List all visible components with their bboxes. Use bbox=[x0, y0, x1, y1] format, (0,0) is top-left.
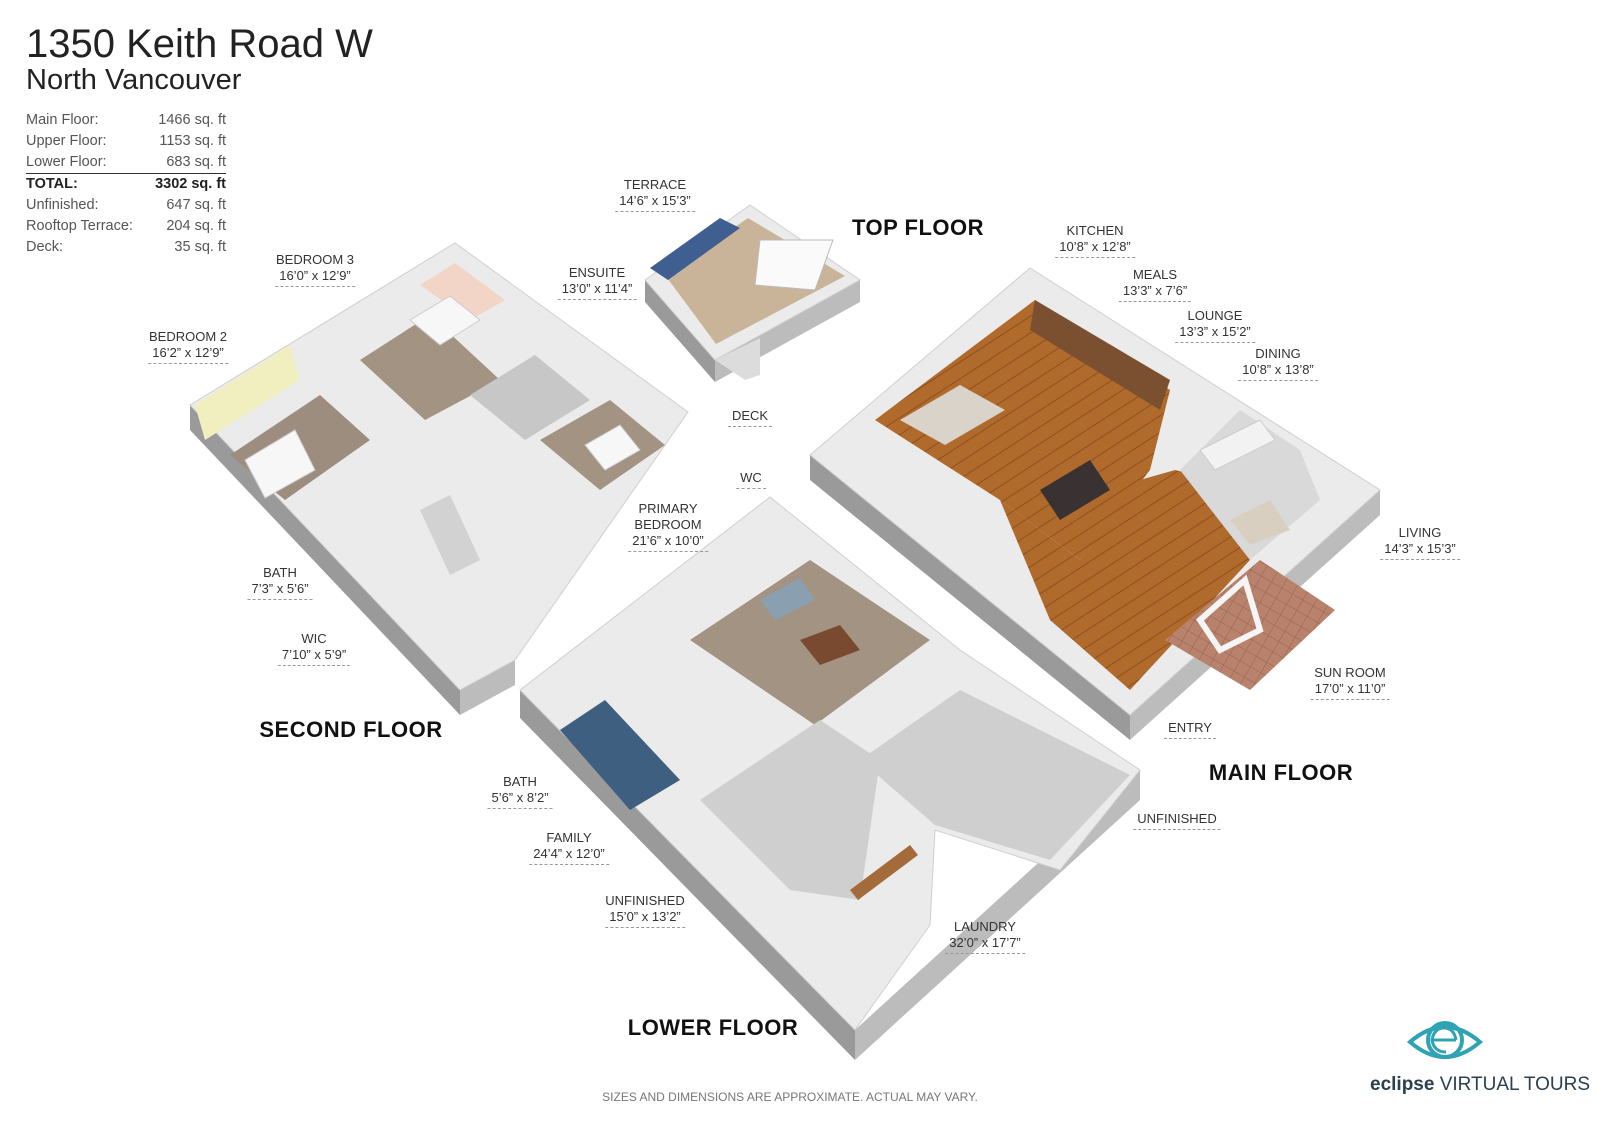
brand-bold: eclipse bbox=[1370, 1074, 1435, 1095]
room-name: MEALS bbox=[1132, 267, 1178, 282]
area-value: 3302 sq. ft bbox=[155, 176, 226, 192]
room-name: BEDROOM 2 bbox=[148, 329, 228, 344]
area-row-total: TOTAL: 3302 sq. ft bbox=[26, 174, 226, 195]
room-dimensions: 16’2” x 12’9” bbox=[148, 345, 228, 364]
room-dimensions: 14’6” x 15’3” bbox=[615, 193, 695, 212]
room-name: TERRACE bbox=[623, 177, 687, 192]
floor-label-lower: LOWER FLOOR bbox=[627, 1015, 799, 1040]
top-floor-block bbox=[644, 204, 861, 382]
area-value: 1153 sq. ft bbox=[159, 133, 226, 149]
area-row-upper: Upper Floor: 1153 sq. ft bbox=[26, 131, 226, 152]
disclaimer-text: SIZES AND DIMENSIONS ARE APPROXIMATE. AC… bbox=[602, 1090, 978, 1104]
area-row-unfinished: Unfinished: 647 sq. ft bbox=[26, 195, 226, 216]
floor-label-main: MAIN FLOOR bbox=[1208, 760, 1354, 785]
room-dimensions: 17’0” x 11’0” bbox=[1310, 681, 1390, 700]
area-label: Deck: bbox=[26, 239, 64, 255]
room-dimensions: 15’0” x 13’2” bbox=[605, 909, 685, 928]
room-dimensions: 13’3” x 15’2” bbox=[1175, 324, 1255, 343]
room-name: UNFINISHED bbox=[605, 893, 685, 908]
area-summary-table: Main Floor: 1466 sq. ft Upper Floor: 1153 … bbox=[26, 110, 226, 258]
room-name: DECK bbox=[727, 408, 773, 427]
room-name: UNFINISHED bbox=[1133, 811, 1221, 830]
room-name: BATH bbox=[503, 774, 537, 789]
room-label-deck: DECK bbox=[727, 408, 773, 427]
area-value: 683 sq. ft bbox=[166, 154, 226, 170]
area-label: Main Floor: bbox=[26, 112, 99, 128]
area-value: 35 sq. ft bbox=[174, 239, 226, 255]
room-name: BATH bbox=[263, 565, 297, 580]
eclipse-eye-logo-icon bbox=[1406, 1021, 1484, 1059]
room-name: LOUNGE bbox=[1187, 308, 1243, 323]
lower-floor-block bbox=[519, 496, 1141, 1060]
room-name: FAMILY bbox=[546, 830, 592, 845]
brand-name: eclipse VIRTUAL TOURS bbox=[1370, 1074, 1590, 1096]
room-dimensions: 13’0” x 11’4” bbox=[557, 281, 637, 300]
area-label: Rooftop Terrace: bbox=[26, 218, 133, 234]
main-floor-block bbox=[809, 267, 1381, 740]
area-row-main: Main Floor: 1466 sq. ft bbox=[26, 110, 226, 131]
area-value: 1466 sq. ft bbox=[158, 112, 226, 128]
room-name: ENSUITE bbox=[568, 265, 626, 280]
second-floor-block bbox=[189, 242, 689, 715]
area-row-terrace: Rooftop Terrace: 204 sq. ft bbox=[26, 216, 226, 237]
room-label-entry: ENTRY bbox=[1164, 720, 1216, 739]
room-name: LIVING bbox=[1398, 525, 1442, 540]
page-subtitle: North Vancouver bbox=[26, 64, 242, 96]
floor-label-second: SECOND FLOOR bbox=[259, 717, 443, 742]
room-dimensions: 7’10” x 5’9” bbox=[277, 647, 351, 666]
page-title: 1350 Keith Road W bbox=[26, 22, 373, 66]
room-dimensions: 16’0” x 12’9” bbox=[275, 268, 355, 287]
floor-label-top: TOP FLOOR bbox=[851, 215, 985, 240]
room-name: SUN ROOM bbox=[1314, 665, 1386, 680]
room-dimensions: 24’4” x 12’0” bbox=[529, 846, 609, 865]
room-label-wc: WC bbox=[736, 470, 766, 489]
area-row-deck: Deck: 35 sq. ft bbox=[26, 237, 226, 258]
area-label: TOTAL: bbox=[26, 176, 78, 192]
room-dimensions: 32’0” x 17’7” bbox=[945, 935, 1025, 954]
room-name: PRIMARY bbox=[638, 501, 698, 516]
room-name: DINING bbox=[1255, 346, 1301, 361]
brand-rest: VIRTUAL TOURS bbox=[1439, 1074, 1591, 1095]
area-label: Upper Floor: bbox=[26, 133, 107, 149]
area-value: 204 sq. ft bbox=[166, 218, 226, 234]
room-dimensions: 10’8” x 12’8” bbox=[1055, 239, 1135, 258]
room-name: KITCHEN bbox=[1066, 223, 1124, 238]
room-name: LAUNDRY bbox=[954, 919, 1016, 934]
room-dimensions: 7’3” x 5’6” bbox=[247, 581, 313, 600]
room-name: WIC bbox=[301, 631, 327, 646]
room-dimensions: 5’6” x 8’2” bbox=[487, 790, 553, 809]
room-dimensions: 10’8” x 13’8” bbox=[1238, 362, 1318, 381]
room-name: WC bbox=[736, 470, 766, 489]
room-label-unfinished-large: UNFINISHED bbox=[1133, 811, 1221, 830]
area-label: Unfinished: bbox=[26, 197, 99, 213]
room-dimensions: 13’3” x 7’6” bbox=[1118, 283, 1192, 302]
room-name: BEDROOM 3 bbox=[275, 252, 355, 267]
room-dimensions: 14’3” x 15’3” bbox=[1380, 541, 1460, 560]
room-name: ENTRY bbox=[1164, 720, 1216, 739]
area-value: 647 sq. ft bbox=[166, 197, 226, 213]
area-row-lower: Lower Floor: 683 sq. ft bbox=[26, 152, 226, 174]
room-dimensions: 21’6” x 10’0” bbox=[628, 533, 708, 552]
area-label: Lower Floor: bbox=[26, 154, 107, 170]
room-name: BEDROOM bbox=[634, 517, 702, 532]
